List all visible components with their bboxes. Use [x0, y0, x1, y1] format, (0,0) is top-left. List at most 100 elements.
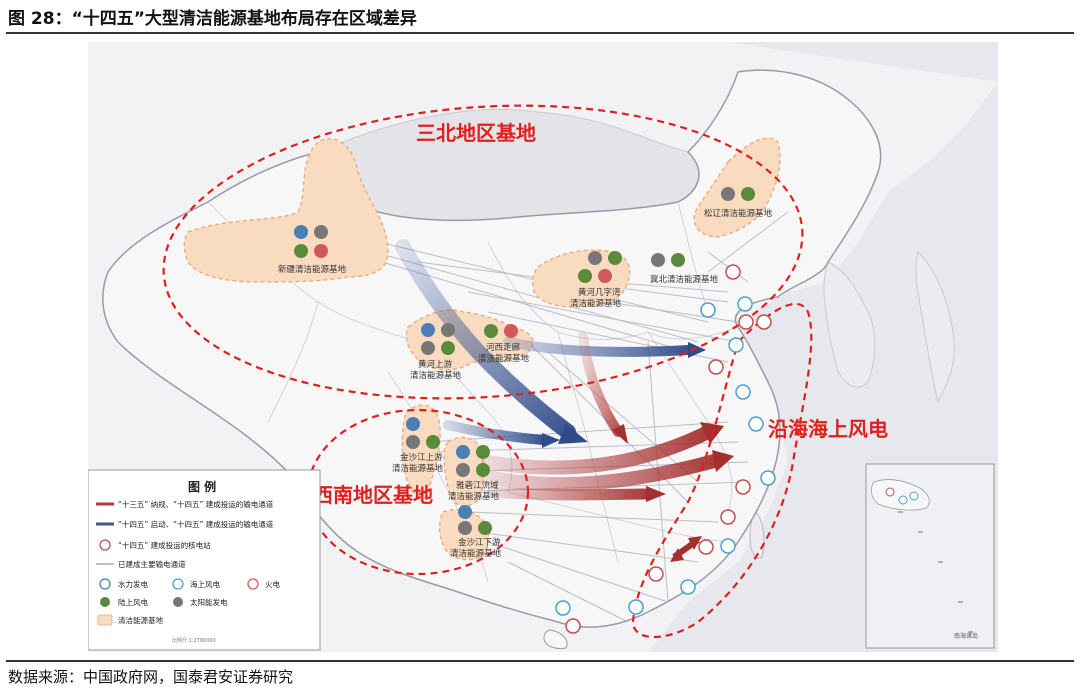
label-yellow-river-1: 黄河上游 — [418, 359, 453, 370]
label-jinsha-down-1: 金沙江下游 — [458, 537, 501, 548]
figure-title: 图 28：“十四五”大型清洁能源基地布局存在区域差异 — [8, 9, 417, 29]
solar-icon — [406, 435, 420, 449]
clean-energy-base-areas — [183, 137, 781, 561]
hydro-icon — [421, 323, 435, 337]
solar-icon — [421, 341, 435, 355]
legend-scale: 比例尺 1:2700000 — [172, 637, 216, 644]
red-arrow-southwest-1 — [481, 425, 715, 475]
coastal-stations — [555, 264, 776, 634]
solar-icon — [588, 251, 602, 265]
hydro-icon — [458, 505, 472, 519]
red-arrow-southwest-3 — [487, 486, 654, 501]
offshore-wind-icon — [680, 579, 696, 595]
base-hexi: 河西走廊 清洁能源基地 — [478, 324, 530, 364]
onshore-wind-icon — [100, 597, 110, 607]
solar-icon — [651, 253, 665, 267]
legend-icon-hydro: 水力发电 — [118, 579, 148, 589]
legend-icon-thermal: 火电 — [265, 579, 280, 589]
nuclear-icon — [735, 479, 751, 495]
base-yalong: 雅砻江流域 清洁能源基地 — [448, 445, 500, 502]
nuclear-icon — [648, 566, 664, 582]
bottom-rule — [6, 660, 1074, 662]
map-panel: 三北地区基地 西南地区基地 沿海海上风电 新疆清洁能源基地 松辽清洁能源基地 冀… — [87, 42, 998, 652]
base-yellow-river: 黄河上游 清洁能源基地 — [410, 323, 462, 381]
label-jinsha-down-2: 清洁能源基地 — [450, 548, 502, 559]
offshore-wind-icon — [700, 302, 716, 318]
sanbei-outline — [162, 104, 804, 400]
offshore-wind-icon — [172, 578, 184, 590]
label-songliao: 松辽清洁能源基地 — [704, 208, 773, 219]
label-yellow-river-2: 清洁能源基地 — [410, 370, 462, 381]
nuclear-icon — [725, 264, 741, 280]
china-map: 三北地区基地 西南地区基地 沿海海上风电 新疆清洁能源基地 松辽清洁能源基地 冀… — [87, 42, 998, 652]
solar-icon — [456, 463, 470, 477]
coastal-outline — [631, 302, 813, 639]
blue-arrowhead-jinsha — [542, 433, 560, 448]
legend-item-4: 已建成主要输电通道 — [118, 559, 186, 569]
thermal-icon — [504, 324, 518, 338]
top-rule — [6, 32, 1074, 34]
offshore-wind-icon — [628, 599, 644, 615]
inset-label: 南海诸岛 — [954, 632, 978, 640]
blue-arrowhead-xinjiang — [558, 424, 588, 444]
korea-land — [823, 261, 876, 388]
legend-box — [87, 469, 321, 651]
legend-item-3: “十四五” 建成投运的核电站 — [118, 540, 211, 550]
hydro-icon — [99, 578, 111, 590]
solar-icon — [441, 323, 455, 337]
label-sanbei: 三北地区基地 — [416, 121, 536, 145]
base-jinsha-up: 金沙江上游 清洁能源基地 — [392, 417, 444, 474]
offshore-wind-icon — [555, 600, 571, 616]
legend-icon-base: 清洁能源基地 — [118, 615, 163, 625]
nuclear-icon — [565, 618, 581, 634]
red-arrowhead-jiziwan — [612, 424, 628, 444]
nuclear-icon — [756, 314, 772, 330]
label-yalong-1: 雅砻江流域 — [456, 480, 499, 491]
nuclear-icon — [99, 539, 111, 551]
solar-icon — [458, 521, 472, 535]
nuclear-icon — [698, 539, 714, 555]
onshore-wind-icon — [741, 187, 755, 201]
offshore-wind-icon — [735, 384, 751, 400]
nuclear-icon — [720, 509, 736, 525]
legend-icon-offshore: 海上风电 — [190, 579, 220, 589]
blue-arrow-xinjiang — [395, 239, 576, 440]
legend-icon-solar: 太阳能发电 — [190, 597, 228, 607]
nuclear-icon — [708, 359, 724, 375]
legend-item-1: “十三五” 纳规、“十四五” 建成投运的输电通道 — [118, 499, 274, 509]
south-china-sea-inset: 南海诸岛 — [865, 463, 995, 649]
legend-title: 图 例 — [188, 479, 216, 494]
base-swatch — [97, 614, 113, 626]
hydro-icon — [456, 445, 470, 459]
solar-icon — [314, 225, 328, 239]
onshore-wind-icon — [478, 521, 492, 535]
label-hexi-2: 清洁能源基地 — [478, 353, 530, 364]
thermal-icon — [314, 244, 328, 258]
japan-land — [915, 251, 955, 404]
onshore-wind-icon — [476, 445, 490, 459]
base-jinsha-down: 金沙江下游 清洁能源基地 — [450, 505, 502, 559]
offshore-wind-icon — [737, 296, 753, 312]
transmission-arrows — [395, 239, 734, 562]
solar-icon — [721, 187, 735, 201]
label-xinan: 西南地区基地 — [313, 483, 433, 507]
onshore-wind-icon — [426, 435, 440, 449]
label-xinjiang: 新疆清洁能源基地 — [278, 264, 347, 275]
nuclear-icon — [738, 314, 754, 330]
base-xinjiang: 新疆清洁能源基地 — [278, 225, 347, 275]
onshore-wind-icon — [578, 269, 592, 283]
blue-arrowhead-hexi — [688, 342, 706, 358]
offshore-wind-icon — [760, 470, 776, 486]
xinjiang-base-area — [183, 138, 389, 283]
legend: 图 例 “十三五” 纳规、“十四五” 建成投运的输电通道 “十四五” 启动、“十… — [87, 469, 321, 651]
source-note: 数据来源：中国政府网，国泰君安证券研究 — [8, 668, 294, 686]
legend-icon-onshore: 陆上风电 — [118, 597, 148, 607]
label-jibei: 冀北清洁能源基地 — [650, 274, 719, 285]
onshore-wind-icon — [294, 244, 308, 258]
label-jiziwan-2: 清洁能源基地 — [570, 298, 622, 309]
hydro-icon — [406, 417, 420, 431]
label-jinsha-up-1: 金沙江上游 — [400, 452, 443, 463]
thermal-icon — [598, 269, 612, 283]
onshore-wind-icon — [476, 463, 490, 477]
onshore-wind-icon — [441, 341, 455, 355]
